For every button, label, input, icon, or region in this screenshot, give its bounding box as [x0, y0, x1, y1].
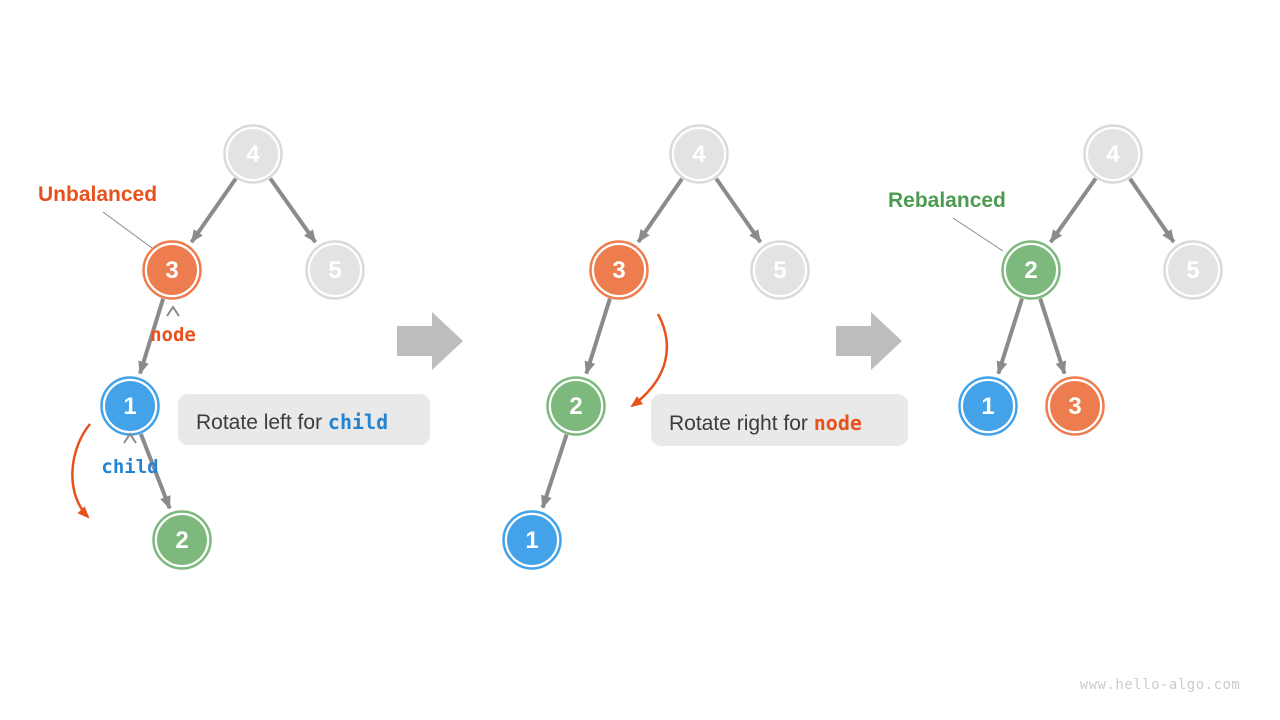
step-arrow-icon [397, 312, 463, 370]
tree-intermediate: 4 3 5 2 1 [502, 124, 810, 570]
node-value: 4 [246, 141, 260, 168]
caption-keyword-node: node [814, 411, 862, 435]
edge-4-5 [268, 177, 318, 244]
node-value: 1 [123, 393, 136, 420]
edge-4-5 [1128, 177, 1176, 244]
tree1-node-5: 5 [305, 240, 365, 300]
node-value: 5 [328, 257, 341, 284]
tree3-node-3: 3 [1045, 376, 1105, 436]
node-value: 2 [569, 393, 582, 420]
caret-up-icon [123, 432, 137, 444]
unbalanced-pointer-line [102, 211, 153, 249]
node-value: 4 [1106, 141, 1120, 168]
edge-1-2 [139, 433, 172, 510]
caption-keyword-child: child [328, 410, 388, 434]
tree2-node-2: 2 [546, 376, 606, 436]
caret-up-icon [166, 305, 180, 317]
node-value: 2 [1024, 257, 1037, 284]
rebalanced-label: Rebalanced [888, 189, 1006, 212]
tree1-node-1: 1 [100, 376, 160, 436]
tree3-node-5: 5 [1163, 240, 1223, 300]
node-value: 3 [612, 257, 625, 284]
caption-pill [651, 394, 908, 446]
node-value: 4 [692, 141, 706, 168]
edge-4-3 [189, 177, 238, 244]
unbalanced-label: Unbalanced [38, 183, 157, 206]
edge-4-5 [714, 177, 763, 244]
rebalanced-pointer-line [952, 217, 1004, 252]
node-value: 3 [165, 257, 178, 284]
node-pointer-label: node [150, 324, 196, 346]
child-pointer-label: child [101, 456, 158, 478]
edge-2-1 [996, 297, 1024, 375]
node-value: 5 [773, 257, 786, 284]
caption-text: Rotate right for node [669, 411, 862, 435]
caption-pill [178, 394, 430, 445]
tree-rebalanced: 4 2 5 1 3 Rebalanced [888, 124, 1223, 436]
caption-prefix: Rotate left for [196, 411, 328, 434]
node-value: 1 [981, 393, 994, 420]
rotate-left-arrow-icon [71, 423, 91, 519]
node-value: 3 [1068, 393, 1081, 420]
caption-text: Rotate left for child [196, 410, 388, 434]
edge-4-3 [636, 177, 684, 244]
tree3-node-4: 4 [1083, 124, 1143, 184]
tree1-node-2: 2 [152, 510, 212, 570]
caption-rotate-left: Rotate left for child [178, 394, 430, 445]
tree2-node-4: 4 [669, 124, 729, 184]
rotate-right-arrow-icon [630, 313, 669, 408]
edge-2-1 [540, 433, 569, 509]
tree3-node-2: 2 [1001, 240, 1061, 300]
tree2-node-5: 5 [750, 240, 810, 300]
tree2-node-3: 3 [589, 240, 649, 300]
edge-3-2 [584, 297, 612, 375]
tree1-node-3: 3 [142, 240, 202, 300]
caption-rotate-right: Rotate right for node [651, 394, 908, 446]
node-value: 5 [1186, 257, 1199, 284]
tree3-node-1: 1 [958, 376, 1018, 436]
tree-unbalanced: 4 3 5 1 2 Unbalanced node child [38, 124, 365, 570]
node-value: 2 [175, 527, 188, 554]
caption-prefix: Rotate right for [669, 412, 814, 435]
step-arrow-icon [836, 312, 902, 370]
tree2-node-1: 1 [502, 510, 562, 570]
edge-2-3 [1038, 297, 1067, 375]
edge-4-2 [1048, 177, 1098, 244]
tree1-node-4: 4 [223, 124, 283, 184]
node-value: 1 [525, 527, 538, 554]
edge-3-1 [138, 298, 166, 375]
watermark: www.hello-algo.com [1080, 677, 1241, 693]
